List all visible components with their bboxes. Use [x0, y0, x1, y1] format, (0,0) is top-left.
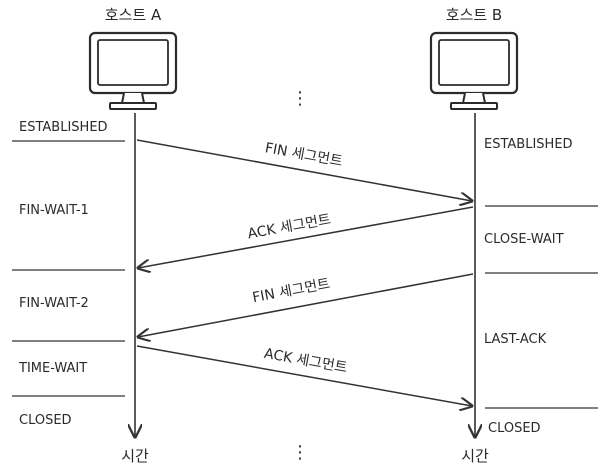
host-a-state-fin-wait-2: FIN-WAIT-2	[19, 296, 89, 311]
ack-segment-label-1: ACK 세그먼트	[246, 212, 332, 243]
host-b-state-established: ESTABLISHED	[484, 137, 573, 152]
fin-segment-arrow-2	[138, 273, 474, 337]
ellipsis-top: ⋮	[291, 88, 309, 109]
host-b-state-close-wait: CLOSE-WAIT	[484, 232, 564, 247]
host-a-state-established: ESTABLISHED	[19, 120, 108, 135]
host-b-monitor-icon	[429, 31, 519, 110]
ellipsis-bottom: ⋮	[291, 442, 309, 463]
host-a-time-label: 시간	[121, 447, 149, 465]
host-b-state-closed: CLOSED	[488, 421, 541, 436]
host-a-state-time-wait: TIME-WAIT	[18, 361, 87, 376]
host-a-monitor-icon	[88, 31, 178, 110]
ack-segment-arrow-2	[136, 345, 472, 406]
ack-segment-arrow-1	[138, 206, 474, 268]
host-a-state-fin-wait-1: FIN-WAIT-1	[19, 203, 89, 218]
host-a-label: 호스트 A	[105, 6, 162, 24]
host-b-state-last-ack: LAST-ACK	[484, 332, 547, 347]
host-b-label: 호스트 B	[446, 6, 502, 24]
ack-segment-label-2: ACK 세그먼트	[263, 346, 349, 377]
fin-segment-label-2: FIN 세그먼트	[251, 276, 331, 306]
host-b-time-label: 시간	[461, 447, 489, 465]
fin-segment-arrow-1	[136, 139, 472, 201]
host-a-state-closed: CLOSED	[19, 413, 72, 428]
